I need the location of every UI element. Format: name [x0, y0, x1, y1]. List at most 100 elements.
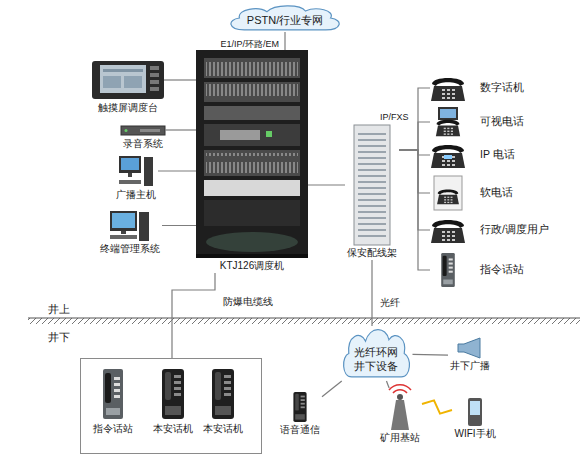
device-node: 录音系统: [121, 124, 165, 151]
group-box: 指令话站 本安话机本安话机: [80, 358, 262, 454]
label-holder: IP/FXS: [380, 106, 409, 124]
dispatch-cabinet-part: [204, 200, 300, 226]
dispatch-cabinet-part: [196, 254, 308, 258]
connector-line: [308, 184, 345, 185]
recorder-unit: [121, 126, 165, 135]
connector-line: [162, 225, 196, 226]
dispatch-cabinet-part: [204, 58, 300, 78]
recorder-unit-part: [140, 129, 160, 132]
touch-console: [92, 61, 164, 99]
underground-speaker: [458, 338, 480, 358]
dispatch-cabinet-node: KTJ126调度机: [196, 50, 308, 273]
phone-icons-part: [431, 145, 465, 168]
touch-console-part: [103, 76, 121, 88]
node-label: 触摸屏调度台: [98, 102, 158, 115]
dispatch-cabinet-part: [206, 84, 298, 100]
phone-icons-part: [444, 155, 452, 159]
phone-icons-part: [440, 109, 456, 118]
connector-line: [322, 381, 342, 397]
phone-node: IP 电话: [430, 140, 517, 170]
ground-line-part: [28, 317, 580, 318]
mine-base-station-part: [391, 400, 409, 430]
dispatch-cabinet-part: [220, 130, 260, 140]
connector-line: [164, 79, 196, 80]
node-label: 矿用基站: [380, 432, 420, 445]
underground-phones-part: [212, 369, 234, 419]
network-cloud: PSTN/行业专网: [225, 4, 345, 32]
broadcast-host-part: [119, 180, 141, 184]
interface-label: IP/FXS: [380, 112, 409, 122]
broadcast-host: [119, 156, 153, 186]
terminal-manager-part: [121, 231, 126, 234]
node-label: 可视电话: [480, 115, 524, 128]
edge-label: E1/IP/环路/EM: [219, 39, 280, 49]
phone-node: 语音通信: [278, 392, 322, 437]
frame-node: 保安配线架: [345, 125, 399, 260]
cloud-shape: [343, 330, 409, 377]
edge-label: 光纤: [379, 297, 401, 308]
broadcast-host-part: [128, 173, 132, 177]
mine-base-station: [389, 385, 411, 430]
node-label: 井下广播: [450, 360, 490, 373]
dispatch-cabinet-part: [204, 82, 300, 102]
connector-line: [386, 381, 389, 388]
wireless-link: [422, 400, 452, 413]
node-label: 本安话机: [203, 423, 243, 436]
distribution-frame-part: [358, 130, 386, 240]
mine-base-station-part: [397, 394, 403, 400]
dispatch-cabinet-part: [206, 60, 298, 76]
label-holder: 井上: [48, 299, 70, 317]
connector-line: [399, 150, 430, 230]
phone-node: 指令话站: [91, 367, 135, 436]
broadcast-host-part: [119, 156, 141, 173]
node-label: 行政/调度用户: [480, 223, 549, 236]
dispatch-cabinet-part: [196, 50, 308, 258]
wifi-handset: [468, 398, 482, 426]
dispatch-cabinet-part: [206, 232, 298, 252]
phone-node: 指令话站: [430, 253, 526, 287]
connector-line: [399, 150, 430, 155]
dispatch-cabinet-part: [266, 131, 272, 137]
connector-line: [371, 260, 372, 326]
node-label: 软电话: [480, 186, 513, 199]
phone-node: 本安话机: [151, 367, 195, 436]
handset-node: WIFI手机: [452, 398, 498, 441]
underground-phones: [103, 369, 307, 422]
dispatch-cabinet-part: [204, 150, 300, 176]
connector-line: [165, 129, 196, 130]
underground-speaker-part: [458, 338, 480, 358]
speaker-node: 井下广播: [448, 338, 492, 373]
touch-console-part: [150, 66, 159, 70]
touch-console-part: [103, 69, 143, 72]
ground-line-part: [28, 318, 580, 324]
phone-icons-part: [438, 107, 458, 120]
mine-base-station-part: [393, 390, 407, 393]
phone-node: 软电话: [430, 176, 515, 210]
node-label: KTJ126调度机: [220, 260, 284, 273]
node-label: 本安话机: [153, 423, 193, 436]
node-label: 广播主机: [116, 189, 156, 202]
recorder-unit-part: [121, 126, 165, 135]
node-label: 数字话机: [480, 81, 524, 94]
mine-base-station-part: [389, 385, 411, 390]
zone-label: 井上: [48, 303, 70, 315]
node-label: 终端管理系统: [100, 243, 160, 256]
connector-line: [158, 170, 196, 171]
phone-icons-part: [431, 78, 465, 101]
node-label: 光纤环网 井下设备: [353, 346, 399, 374]
phone-node: 行政/调度用户: [430, 215, 551, 245]
connector-line: [399, 150, 430, 193]
connector-line: [284, 32, 285, 50]
phone-node: 本安话机: [201, 367, 245, 436]
underground-phones-part: [293, 392, 306, 422]
touch-console-part: [92, 61, 164, 99]
wifi-handset-part: [470, 401, 480, 415]
phone-icons: [431, 78, 465, 287]
touch-console-part: [150, 73, 159, 77]
edge-label-holder: 光纤: [379, 292, 401, 310]
network-cloud: 光纤环网 井下设备: [340, 326, 413, 381]
broadcast-host-part: [144, 157, 153, 186]
node-label: 指令话站: [93, 423, 133, 436]
